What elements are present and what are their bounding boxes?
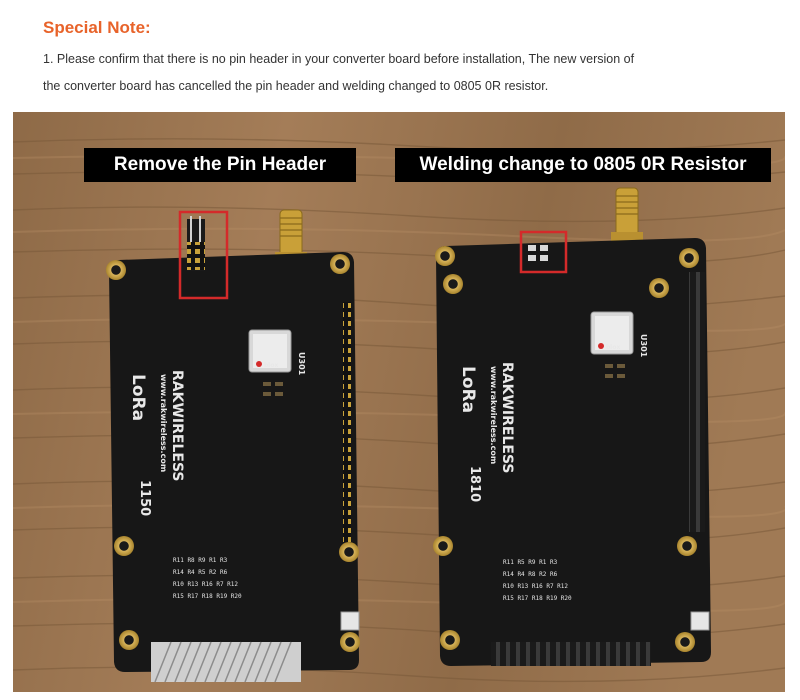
right-chip-brand: blox [606, 344, 620, 351]
left-mount-hole-tl [106, 260, 126, 280]
left-chip-ref: U301 [297, 352, 306, 376]
right-bottom-pins [491, 642, 651, 666]
right-board-id: 1810 [467, 466, 482, 502]
svg-text:R14 R4 R8 R2 R6: R14 R4 R8 R2 R6 [503, 571, 558, 578]
svg-text:R10 R13 R16 R7 R12: R10 R13 R16 R7 R12 [503, 583, 568, 590]
right-mount-hole-br [677, 536, 697, 556]
left-gpio-holes [343, 302, 351, 542]
svg-text:R11 R8 R9 R1 R3: R11 R8 R9 R1 R3 [173, 557, 228, 564]
caption-welding-change: Welding change to 0805 0R Resistor [395, 148, 771, 182]
right-converter-board: blox RAKWIRELESS www.rakwireless.com LoR… [433, 187, 711, 666]
right-board-brand: RAKWIRELESS [499, 362, 515, 473]
special-note-title: Special Note: [43, 18, 151, 37]
left-mount-hole-bl [119, 630, 139, 650]
left-highlight-box [178, 210, 229, 300]
left-pcb [109, 252, 359, 672]
special-note-text: 1. Please confirm that there is no pin h… [43, 46, 763, 100]
svg-text:R11 R5 R9 R1 R3: R11 R5 R9 R1 R3 [503, 559, 558, 566]
left-mount-hole-ml [114, 536, 134, 556]
left-mount-hole-br [340, 632, 360, 652]
svg-text:R14 R4 R5 R2 R6: R14 R4 R5 R2 R6 [173, 569, 228, 576]
right-smd-parts [605, 364, 625, 378]
right-pcb [436, 238, 711, 666]
right-mount-hole-tr [679, 248, 699, 268]
left-bottom-pins [151, 642, 301, 682]
svg-text:R15 R17 R18 R19 R20: R15 R17 R18 R19 R20 [503, 595, 572, 602]
right-mount-hole-bl [433, 536, 453, 556]
right-mount-hole-tl [435, 246, 455, 266]
right-highlight-box [519, 230, 568, 274]
left-board-url: www.rakwireless.com [159, 374, 168, 472]
converter-board-photo: blox RAKWIRELESS www.rakwireless.com LoR… [13, 112, 785, 692]
left-chip-brand: blox [264, 362, 278, 369]
right-switch [690, 611, 710, 631]
left-converter-board: blox RAKWIRELESS www.rakwireless.com LoR… [106, 209, 360, 683]
left-mount-hole-mr [339, 542, 359, 562]
right-lora-logo: LoRa [458, 366, 478, 413]
right-mount-hole-b2 [675, 632, 695, 652]
right-board-url: www.rakwireless.com [489, 366, 498, 464]
left-lora-logo: LoRa [128, 374, 148, 421]
svg-text:R15 R17 R18 R19 R20: R15 R17 R18 R19 R20 [173, 593, 242, 600]
left-smd-parts [263, 382, 283, 396]
left-sma-antenna [279, 209, 303, 259]
note-line-1: 1. Please confirm that there is no pin h… [43, 52, 635, 66]
right-mount-hole-ml [443, 274, 463, 294]
right-mount-hole-b1 [440, 630, 460, 650]
right-gpio-header [689, 272, 705, 532]
right-mount-hole-mr [649, 278, 669, 298]
right-chip-ref: U301 [639, 334, 648, 358]
left-board-brand: RAKWIRELESS [169, 370, 185, 481]
left-resistor-labels: R11 R8 R9 R1 R3 R14 R4 R5 R2 R6 R10 R13 … [173, 557, 242, 600]
left-switch [340, 611, 360, 631]
note-line-2: the converter board has cancelled the pi… [43, 79, 549, 93]
left-mount-hole-tr [330, 254, 350, 274]
svg-text:R10 R13 R16 R7 R12: R10 R13 R16 R7 R12 [173, 581, 238, 588]
right-resistor-labels: R11 R5 R9 R1 R3 R14 R4 R8 R2 R6 R10 R13 … [503, 559, 572, 602]
left-board-id-text: 1150 [137, 480, 152, 516]
caption-remove-pin-header: Remove the Pin Header [84, 148, 356, 182]
right-0r-resistor-pads [528, 245, 548, 261]
